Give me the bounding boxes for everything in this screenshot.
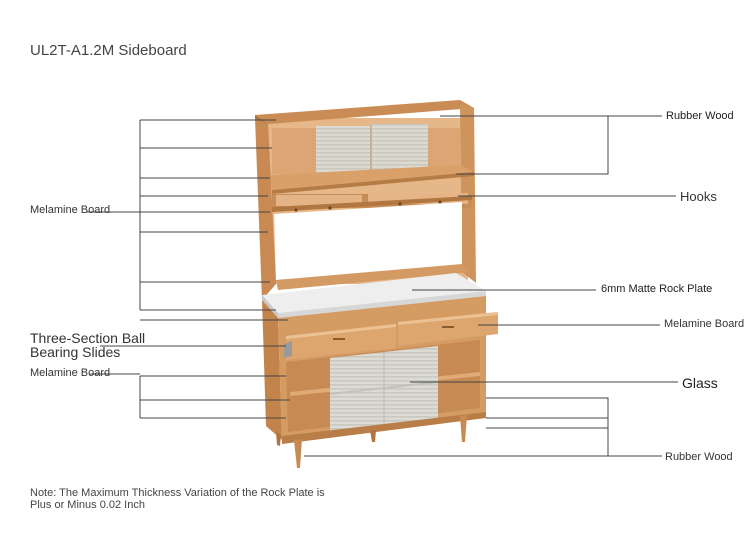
thickness-note: Note: The Maximum Thickness Variation of…: [30, 487, 325, 511]
base-left-side: [262, 300, 282, 440]
leg-front-right: [460, 415, 467, 442]
hutch-left-side: [255, 118, 276, 300]
label-hooks: Hooks: [680, 189, 717, 204]
hutch: [255, 100, 476, 300]
hook-4: [438, 200, 442, 204]
hutch-top-board: [255, 100, 474, 124]
diagram-title: UL2T-A1.2M Sideboard: [30, 42, 187, 59]
leader-rubber-wood-top: [440, 115, 662, 175]
base-cabinet: [262, 296, 498, 444]
label-rock-plate: 6mm Matte Rock Plate: [601, 283, 713, 295]
leg-back-right: [370, 430, 376, 442]
hutch-open-area: [274, 202, 462, 280]
leader-slides: [100, 319, 288, 347]
upper-shelf: [270, 165, 474, 190]
leader-melamine-left-bottom: [90, 373, 290, 419]
rock-plate: [262, 273, 486, 313]
leader-rubber-wood-bottom: [304, 397, 662, 457]
label-rubber-wood-bottom: Rubber Wood: [665, 451, 733, 463]
lower-glass-door-right: [384, 346, 438, 428]
label-glass: Glass: [682, 375, 718, 391]
label-slides: Three-Section Ball Bearing Slides: [30, 330, 146, 360]
leg-back-left: [276, 432, 281, 446]
leader-melamine-left-top: [86, 119, 276, 311]
label-melamine-right: Melamine Board: [664, 318, 745, 330]
hook-2: [328, 206, 332, 210]
hook-3: [398, 202, 402, 206]
leg-front-left: [294, 439, 302, 468]
label-melamine-left-top: Melamine Board: [30, 204, 111, 216]
label-melamine-left-bottom: Melamine Board: [30, 367, 111, 379]
hook-1: [294, 208, 298, 212]
label-rubber-wood-top: Rubber Wood: [666, 110, 734, 122]
lower-glass-door-left: [330, 352, 384, 434]
